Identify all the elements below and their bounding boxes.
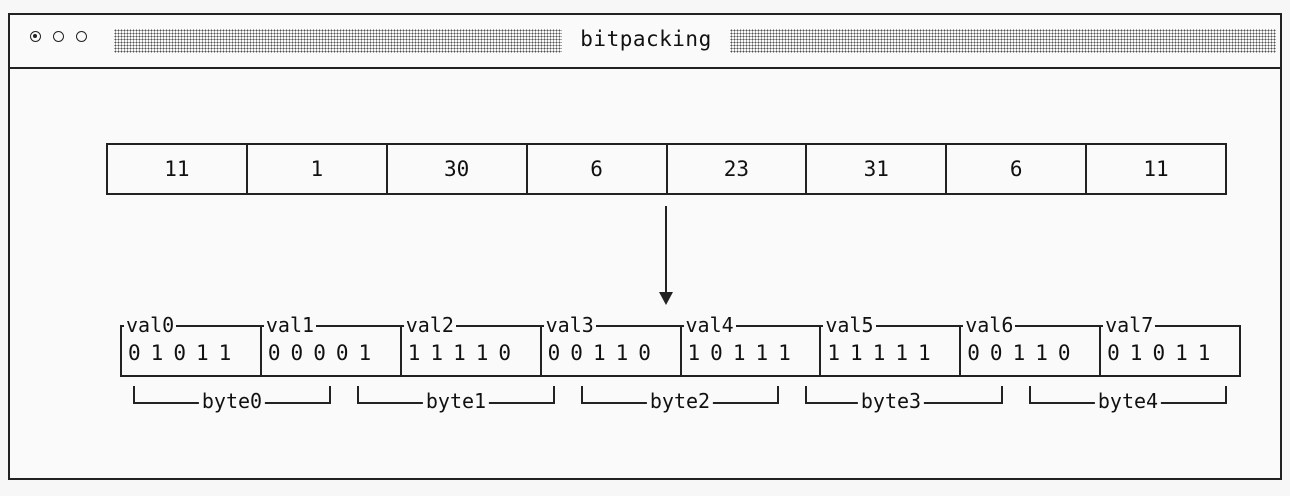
value-cell: 11 (108, 145, 248, 193)
input-values-row: 11 1 30 6 23 31 6 11 (106, 143, 1227, 195)
bit: 1 (1129, 341, 1143, 365)
bit: 1 (827, 341, 841, 365)
bit: 0 (128, 341, 141, 365)
bit-group-label: val0 (124, 313, 177, 337)
bit-group-val6: val6 0 0 1 1 0 (961, 314, 1102, 375)
bit: 1 (615, 341, 629, 365)
bit-group-label: val2 (403, 313, 456, 337)
value-cell: 6 (947, 145, 1088, 193)
bit-group-val5: val5 1 1 1 1 1 (821, 314, 962, 375)
titlebar-pattern-right (730, 29, 1276, 53)
byte-label: byte0 (198, 389, 266, 413)
title-bar: bitpacking (10, 15, 1280, 69)
titlebar-pattern-left (114, 29, 562, 53)
bit: 0 (710, 341, 723, 365)
bit: 1 (150, 341, 164, 365)
bit: 0 (313, 341, 326, 365)
bit: 1 (453, 341, 466, 365)
bit: 1 (687, 341, 701, 365)
bit: 0 (267, 341, 281, 365)
bit: 1 (1197, 341, 1211, 365)
bit-group-label: val1 (263, 313, 317, 337)
bit: 1 (1175, 341, 1188, 365)
packed-bits-row: val0 0 1 0 1 1 val1 0 0 0 0 1 val2 1 1 1… (120, 314, 1241, 377)
bit: 0 (290, 341, 304, 365)
bit-group-val1: val1 0 0 0 0 1 (261, 314, 402, 375)
bit-group-val7: val7 0 1 0 1 1 (1101, 314, 1239, 375)
bit: 0 (335, 341, 349, 365)
minimize-window-icon[interactable] (53, 31, 64, 42)
bit: 0 (570, 341, 583, 365)
down-arrow-icon (659, 292, 673, 305)
bit: 0 (498, 341, 512, 365)
bit-group-val2: val2 1 1 1 1 0 (401, 314, 542, 375)
bit: 0 (173, 341, 186, 365)
bit: 0 (967, 341, 980, 365)
byte-label: byte4 (1094, 389, 1162, 413)
bit: 1 (475, 341, 489, 365)
bit: 1 (1035, 341, 1048, 365)
bit: 1 (407, 341, 421, 365)
close-window-icon[interactable] (30, 31, 41, 42)
bit: 0 (638, 341, 651, 365)
byte-label: byte2 (646, 389, 714, 413)
bit: 1 (430, 341, 444, 365)
value-cell: 31 (807, 145, 948, 193)
bit: 0 (547, 341, 561, 365)
bit: 0 (1107, 341, 1120, 365)
bit: 1 (918, 341, 931, 365)
value-cell: 30 (388, 145, 528, 193)
bit: 1 (218, 341, 232, 365)
maximize-window-icon[interactable] (76, 31, 87, 42)
bit: 1 (872, 341, 886, 365)
value-cell: 6 (528, 145, 668, 193)
bit-group-val0: val0 0 1 0 1 1 (122, 314, 262, 375)
bit: 0 (989, 341, 1003, 365)
bit-group-label: val4 (683, 313, 736, 337)
bit: 1 (850, 341, 863, 365)
bit: 0 (1057, 341, 1071, 365)
bit: 0 (1152, 341, 1166, 365)
bit-group-label: val3 (543, 313, 596, 337)
bit: 1 (592, 341, 606, 365)
bit-group-val4: val4 1 0 1 1 1 (681, 314, 822, 375)
value-cell: 23 (668, 145, 808, 193)
bit-group-label: val5 (823, 313, 876, 337)
down-arrow-line (665, 206, 667, 292)
bit-group-label: val6 (963, 313, 1016, 337)
bit-group-label: val7 (1103, 313, 1156, 337)
bit: 1 (732, 341, 746, 365)
bit: 1 (895, 341, 908, 365)
value-cell: 11 (1143, 157, 1169, 181)
byte-label: byte1 (422, 389, 490, 413)
bit-group-val3: val3 0 0 1 1 0 (541, 314, 682, 375)
bit: 1 (195, 341, 209, 365)
window-title: bitpacking (580, 27, 712, 51)
bit: 1 (358, 341, 372, 365)
bit: 1 (1012, 341, 1026, 365)
value-cell: 1 (248, 145, 388, 193)
byte-label: byte3 (857, 389, 925, 413)
window-controls (30, 31, 87, 42)
bit: 1 (755, 341, 769, 365)
bit: 1 (778, 341, 791, 365)
